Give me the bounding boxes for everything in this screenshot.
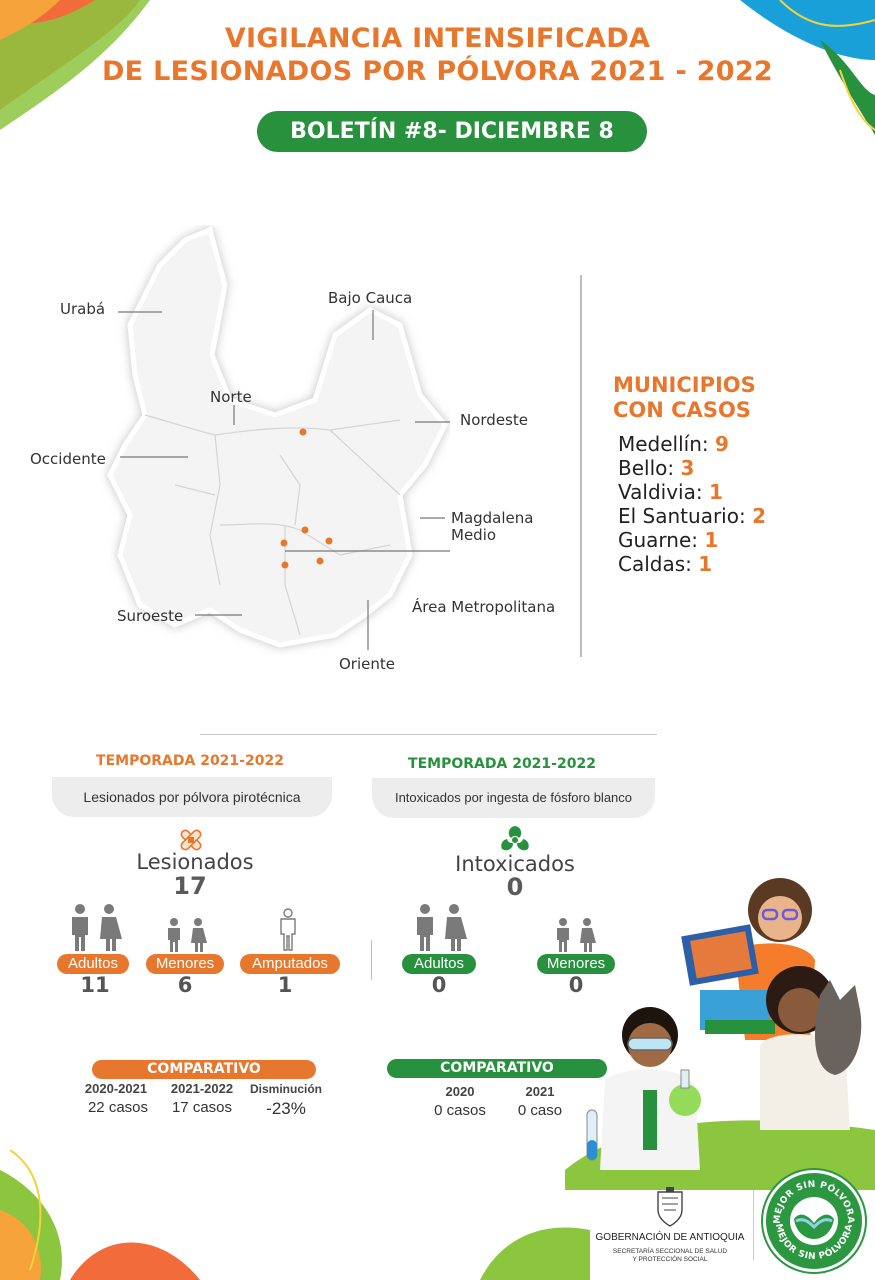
municipality-count: 1 bbox=[708, 480, 723, 504]
map-label-oriente: Oriente bbox=[339, 655, 395, 673]
injured-comparativo-value: 22 casos bbox=[87, 1099, 149, 1116]
vertical-divider bbox=[580, 275, 582, 657]
intoxicated-season-title: TEMPORADA 2021-2022 bbox=[408, 756, 596, 772]
intoxicated-minors-count: 0 bbox=[568, 973, 584, 997]
municipality-name: Medellín: bbox=[618, 432, 716, 456]
map-label-magdalena-medio-line2: Medio bbox=[451, 526, 497, 544]
intoxicated-subtitle: Intoxicados por ingesta de fósforo blanc… bbox=[372, 778, 655, 818]
intoxicated-minors-tag: Menores bbox=[537, 954, 615, 974]
injured-season-title: TEMPORADA 2021-2022 bbox=[96, 753, 284, 769]
intoxicated-label: Intoxicados bbox=[455, 852, 575, 876]
injured-adults-tag: Adultos bbox=[57, 954, 129, 974]
intoxicated-total: 0 bbox=[506, 873, 524, 901]
municipality-count: 1 bbox=[704, 528, 719, 552]
municipality-name: Caldas: bbox=[618, 552, 699, 576]
horizontal-divider bbox=[200, 734, 657, 735]
footer-divider bbox=[753, 1190, 754, 1260]
municipality-count: 9 bbox=[715, 432, 729, 456]
intoxicated-adults-count: 0 bbox=[431, 973, 447, 997]
bulletin-badge: BOLETÍN #8- DICIEMBRE 8 bbox=[257, 111, 647, 152]
injured-comparativo-title: COMPARATIVO bbox=[92, 1060, 316, 1079]
case-marker-el-santuario bbox=[316, 557, 324, 565]
injured-minors-count: 6 bbox=[177, 973, 193, 997]
page-title-line-1: VIGILANCIA INTENSIFICADA bbox=[224, 23, 651, 54]
minors-icon bbox=[168, 918, 207, 952]
antioquia-coat-of-arms-icon bbox=[657, 1187, 683, 1227]
intoxicated-comparativo-header: 2021 bbox=[525, 1084, 555, 1099]
map-label-occidente: Occidente bbox=[30, 450, 106, 468]
injured-label: Lesionados bbox=[136, 850, 254, 874]
top-right-decoration bbox=[740, 0, 875, 135]
case-marker-caldas bbox=[281, 561, 289, 569]
municipality-row: El Santuario: 2 bbox=[618, 504, 858, 528]
government-name: GOBERNACIÓN DE ANTIOQUIA bbox=[595, 1232, 745, 1243]
injured-amputees-count: 1 bbox=[277, 973, 293, 997]
municipality-name: Guarne: bbox=[618, 528, 705, 552]
map-outline bbox=[107, 226, 448, 648]
municipality-row: Valdivia: 1 bbox=[618, 480, 858, 504]
injured-subtitle: Lesionados por pólvora pirotécnica bbox=[52, 777, 332, 817]
top-left-decoration bbox=[0, 0, 150, 130]
map-label-bajo-cauca: Bajo Cauca bbox=[328, 289, 413, 307]
injured-comparativo-header: Disminución bbox=[249, 1082, 322, 1096]
biohazard-icon bbox=[501, 826, 529, 851]
case-marker-bello bbox=[301, 526, 309, 534]
injured-comparativo-header: 2021-2022 bbox=[170, 1081, 234, 1096]
section-divider bbox=[371, 940, 372, 980]
municipalities-list: Medellín: 9 Bello: 3 Valdivia: 1 El Sant… bbox=[618, 432, 858, 576]
injured-adults-count: 11 bbox=[80, 973, 110, 997]
injured-total: 17 bbox=[173, 872, 207, 900]
case-marker-valdivia bbox=[299, 428, 307, 436]
municipality-row: Bello: 3 bbox=[618, 456, 858, 480]
map-label-area-metropolitana: Área Metropolitana bbox=[412, 598, 556, 616]
municipality-name: El Santuario: bbox=[618, 504, 753, 528]
municipality-row: Guarne: 1 bbox=[618, 528, 858, 552]
bandage-icon bbox=[180, 829, 202, 851]
case-marker-guarne bbox=[325, 537, 333, 545]
campaign-badge-graphic: MEJOR SIN PÓLVORA MEJOR SIN PÓLVORA bbox=[773, 1180, 855, 1262]
injured-comparativo-value: -23% bbox=[266, 1099, 306, 1118]
adults-icon bbox=[417, 904, 467, 951]
municipality-row: Medellín: 9 bbox=[618, 432, 858, 456]
government-department: SECRETARÍA SECCIONAL DE SALUD Y PROTECCI… bbox=[600, 1248, 740, 1264]
intoxicated-comparativo-value: 0 casos bbox=[434, 1102, 486, 1119]
antioquia-map bbox=[107, 226, 450, 650]
government-department-line-2: Y PROTECCIÓN SOCIAL bbox=[632, 1256, 708, 1263]
intoxicated-comparativo-header: 2020 bbox=[445, 1084, 475, 1099]
municipality-count: 3 bbox=[680, 456, 695, 480]
map-label-nordeste: Nordeste bbox=[460, 411, 528, 429]
intoxicated-comparativo-title: COMPARATIVO bbox=[387, 1059, 607, 1078]
minors-icon bbox=[557, 918, 596, 952]
map-label-uraba: Urabá bbox=[60, 300, 106, 318]
adults-icon bbox=[72, 904, 122, 951]
campaign-badge: MEJOR SIN PÓLVORA MEJOR SIN PÓLVORA bbox=[763, 1170, 865, 1272]
map-leader-lines bbox=[118, 310, 450, 650]
children-illustration bbox=[565, 878, 875, 1190]
injured-minors-tag: Menores bbox=[146, 954, 224, 974]
injured-comparativo-value: 17 casos bbox=[171, 1099, 233, 1116]
map-label-magdalena-medio-line1: Magdalena bbox=[451, 509, 534, 527]
page-title-line-2: DE LESIONADOS POR PÓLVORA 2021 - 2022 bbox=[101, 56, 774, 87]
amputee-icon bbox=[280, 908, 296, 951]
municipality-name: Valdivia: bbox=[618, 480, 709, 504]
case-markers bbox=[280, 428, 333, 569]
bottom-left-decoration bbox=[0, 1150, 200, 1280]
bottom-center-decoration bbox=[480, 1227, 590, 1280]
intoxicated-adults-tag: Adultos bbox=[402, 954, 476, 974]
intoxicated-comparativo-value: 0 caso bbox=[517, 1102, 563, 1119]
municipalities-title-line-2: CON CASOS bbox=[613, 398, 751, 422]
case-marker-medellin bbox=[280, 539, 288, 547]
municipality-count: 2 bbox=[752, 504, 766, 528]
injured-comparativo-header: 2020-2021 bbox=[84, 1081, 148, 1096]
map-label-suroeste: Suroeste bbox=[117, 607, 184, 625]
municipality-name: Bello: bbox=[618, 456, 681, 480]
municipality-row: Caldas: 1 bbox=[618, 552, 858, 576]
municipality-count: 1 bbox=[698, 552, 713, 576]
municipalities-title-line-1: MUNICIPIOS bbox=[613, 373, 756, 397]
injured-amputees-tag: Amputados bbox=[240, 954, 340, 974]
government-department-line-1: SECRETARÍA SECCIONAL DE SALUD bbox=[612, 1248, 728, 1255]
map-label-norte: Norte bbox=[210, 388, 252, 406]
